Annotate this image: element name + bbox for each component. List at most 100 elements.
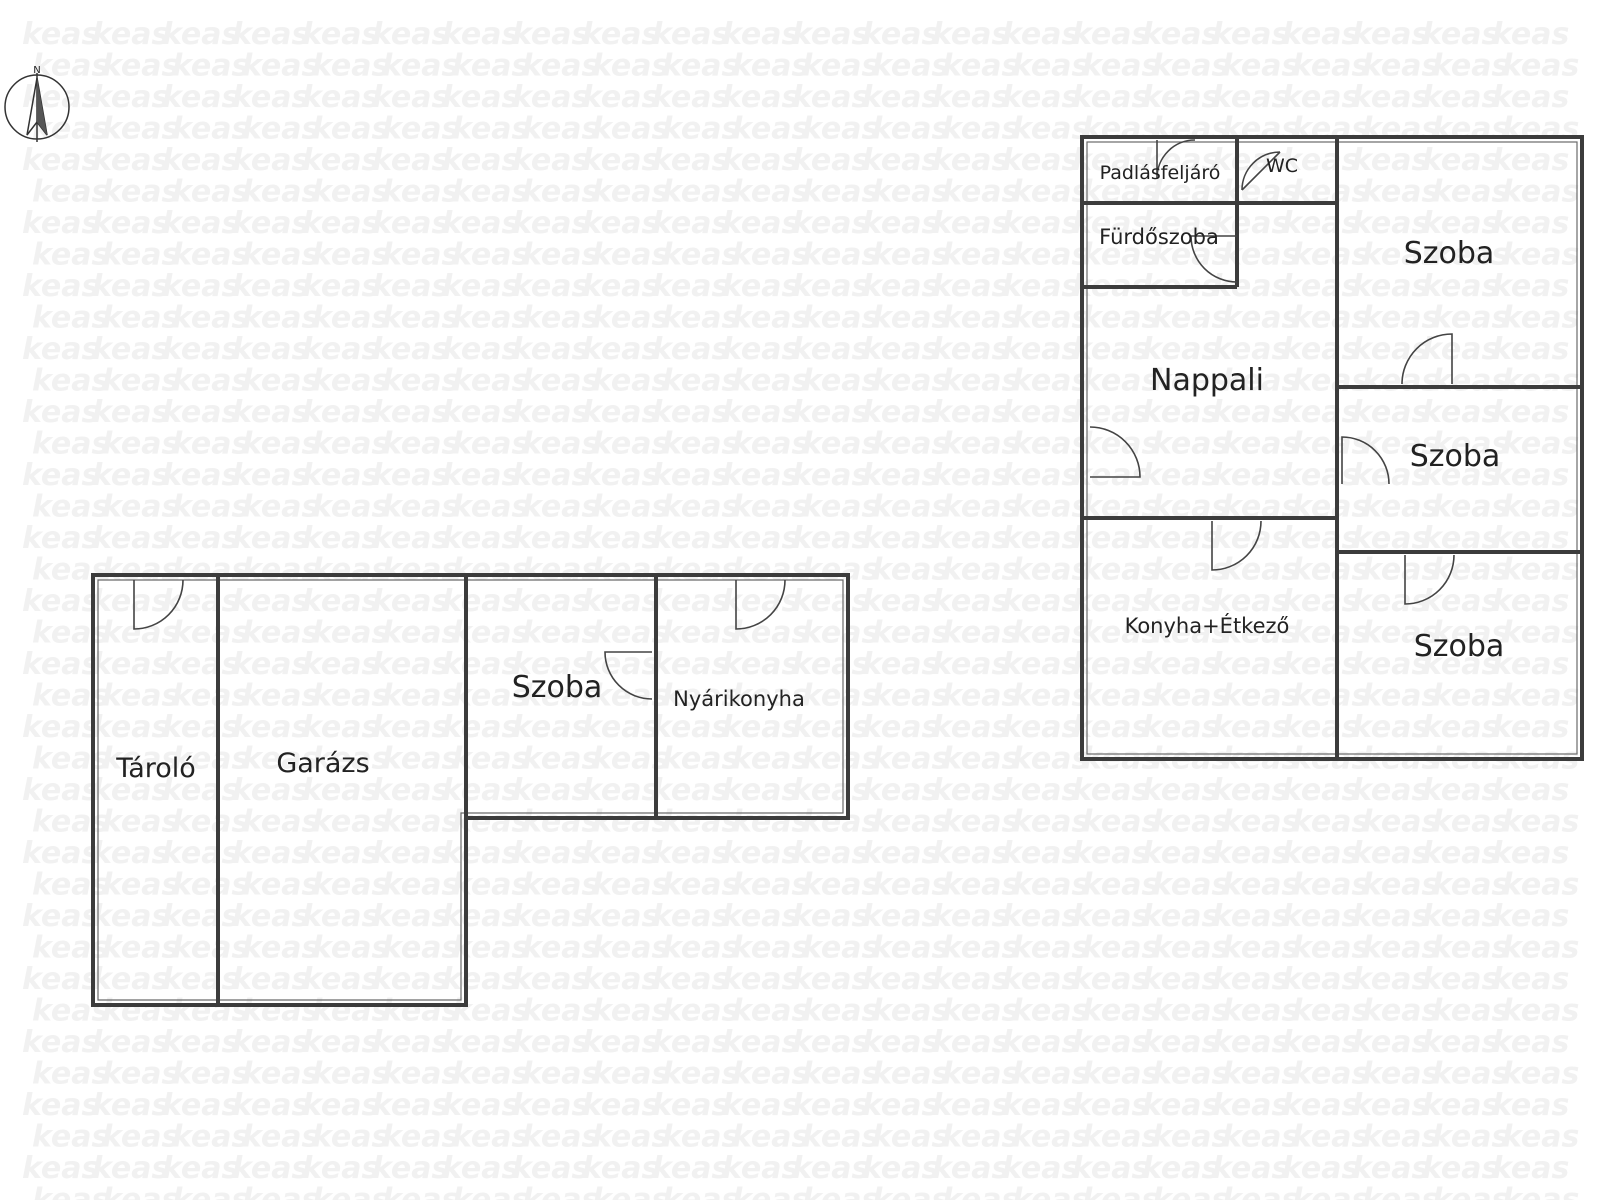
watermark-text: keas [1492, 395, 1569, 430]
watermark-text: keas [302, 647, 379, 682]
watermark-text: keas [1362, 1120, 1439, 1155]
watermark-text: keas [92, 710, 169, 745]
watermark-text: keas [1142, 647, 1219, 682]
watermark-text: keas [162, 332, 239, 367]
watermark-text: keas [442, 332, 519, 367]
watermark-text: keas [652, 647, 729, 682]
watermark-text: keas [172, 931, 249, 966]
watermark-text: keas [92, 80, 169, 115]
watermark-text: keas [452, 1057, 529, 1092]
watermark-text: keas [802, 805, 879, 840]
watermark-text: keas [302, 17, 379, 52]
watermark-text: keas [522, 364, 599, 399]
watermark-text: keas [1292, 994, 1369, 1029]
watermark-text: keas [522, 1120, 599, 1155]
watermark-text: keas [1492, 332, 1569, 367]
watermark-text: keas [1072, 899, 1149, 934]
watermark-text: keas [592, 1057, 669, 1092]
watermark-text: keas [1422, 773, 1499, 808]
watermark-text: keas [942, 1183, 1019, 1200]
watermark-text: keas [592, 49, 669, 84]
watermark-text: keas [442, 584, 519, 619]
watermark-text: keas [1012, 175, 1089, 210]
watermark-text: keas [1142, 1151, 1219, 1186]
room-label-wc: WC [1266, 155, 1298, 177]
watermark-text: keas [1282, 458, 1359, 493]
north-arrow-icon: N [4, 65, 70, 142]
watermark-text: keas [1002, 458, 1079, 493]
watermark-text: keas [1292, 49, 1369, 84]
watermark-text: keas [1012, 238, 1089, 273]
watermark-text: keas [1282, 269, 1359, 304]
watermark-text: keas [312, 364, 389, 399]
watermark-text: keas [792, 458, 869, 493]
watermark-text: keas [1212, 1025, 1289, 1060]
watermark-text: keas [1492, 17, 1569, 52]
watermark-text: keas [22, 836, 99, 871]
watermark-text: keas [732, 679, 809, 714]
watermark-text: keas [22, 521, 99, 556]
watermark-text: keas [102, 301, 179, 336]
watermark-text: keas [862, 80, 939, 115]
watermark-text: keas [802, 238, 879, 273]
watermark-text: keas [162, 836, 239, 871]
watermark-text: keas [512, 962, 589, 997]
watermark-text: keas [102, 553, 179, 588]
watermark-text: keas [732, 490, 809, 525]
watermark-text: keas [872, 238, 949, 273]
watermark-text: keas [512, 17, 589, 52]
watermark-text: keas [1002, 647, 1079, 682]
watermark-text: keas [512, 773, 589, 808]
watermark-text: keas [792, 584, 869, 619]
watermark-text: keas [242, 427, 319, 462]
watermark-text: keas [442, 1151, 519, 1186]
watermark-text: keas [1082, 805, 1159, 840]
watermark-text: keas [932, 143, 1009, 178]
watermark-text: keas [102, 868, 179, 903]
watermark-text: keas [1292, 364, 1369, 399]
watermark-text: keas [302, 710, 379, 745]
watermark-text: keas [522, 1183, 599, 1200]
watermark-text: keas [862, 1151, 939, 1186]
watermark-text: keas [372, 1151, 449, 1186]
watermark-text: keas [22, 269, 99, 304]
watermark-text: keas [452, 742, 529, 777]
watermark-text: keas [582, 1025, 659, 1060]
watermark-text: keas [372, 395, 449, 430]
watermark-text: keas [862, 962, 939, 997]
watermark-text: keas [102, 1057, 179, 1092]
room-label-tarolo: Tároló [115, 753, 196, 784]
door-arc [1241, 151, 1281, 191]
watermark-text: keas [1492, 143, 1569, 178]
watermark-text: keas [1142, 206, 1219, 241]
watermark-text: keas [582, 647, 659, 682]
watermark-text: keas [1212, 80, 1289, 115]
watermark-text: keas [172, 616, 249, 651]
watermark-text: keas [802, 301, 879, 336]
watermark-text: keas [662, 175, 739, 210]
watermark-text: keas [242, 742, 319, 777]
watermark-text: keas [232, 269, 309, 304]
watermark-text: keas [102, 1183, 179, 1200]
watermark-text: keas [1282, 710, 1359, 745]
watermark-text: keas [442, 710, 519, 745]
watermark-text: keas [232, 1151, 309, 1186]
room-label-garazs: Garázs [276, 748, 369, 779]
watermark-text: keas [942, 868, 1019, 903]
watermark-text: keas [1082, 868, 1159, 903]
watermark-text: keas [1422, 647, 1499, 682]
watermark-text: keas [662, 364, 739, 399]
watermark-text: keas [1282, 206, 1359, 241]
watermark-text: keas [792, 773, 869, 808]
watermark-text: keas [512, 899, 589, 934]
watermark-text: keas [592, 175, 669, 210]
watermark-text: keas [302, 1025, 379, 1060]
watermark-text: keas [1222, 994, 1299, 1029]
watermark-text: keas [1432, 427, 1509, 462]
watermark-text: keas [1502, 994, 1579, 1029]
watermark-text: keas [452, 112, 529, 147]
watermark-text: keas [652, 458, 729, 493]
watermark-text: keas [662, 868, 739, 903]
watermark-text: keas [1152, 616, 1229, 651]
watermark-text: keas [722, 773, 799, 808]
